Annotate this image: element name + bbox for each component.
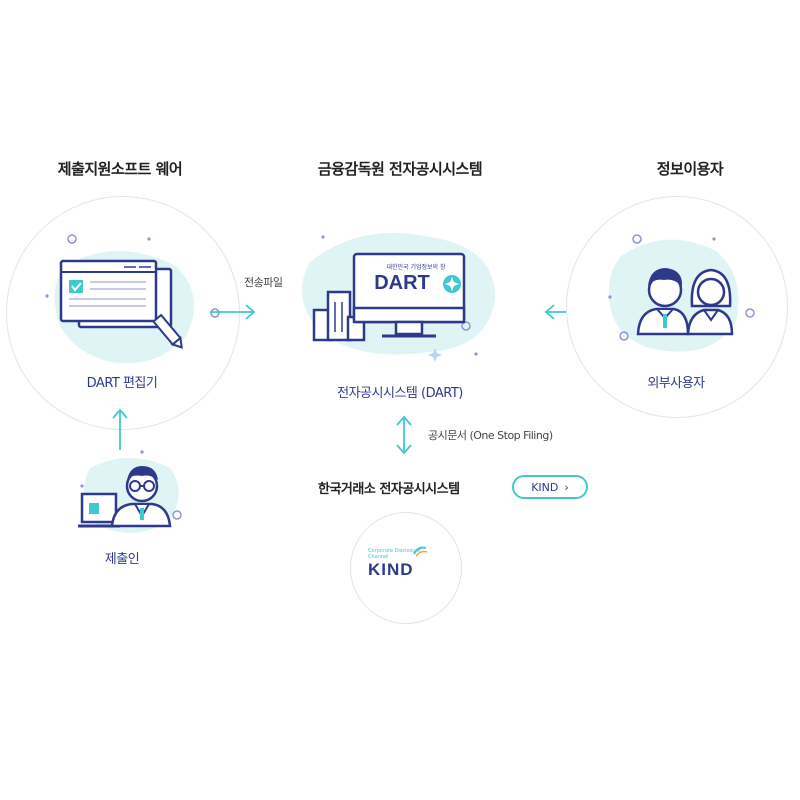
kind-caption: Corporate Disclosure Channel [368,548,421,560]
kind-circle [350,512,462,624]
arrow-up-icon [112,408,128,450]
submitter-illustration [78,450,182,533]
chevron-right-icon: › [564,480,569,494]
kind-button[interactable]: KIND › [512,475,588,499]
dart-editor-label: DART 편집기 [86,376,158,391]
transfer-file-label: 전송파일 [244,276,283,289]
dart-logo: DART [374,272,430,294]
external-users-label: 외부사용자 [647,376,705,391]
kind-swoosh-icon [413,546,428,557]
right-column-title: 정보이용자 [656,160,724,178]
kind-logo: KIND [368,560,414,579]
dart-editor-illustration [45,234,220,364]
monitor-caption: 대한민국 기업정보의 창 [386,264,446,271]
dart-system-label: 전자공시시스템 (DART) [337,386,463,401]
left-column-title: 제출지원소프트 웨어 [57,160,183,178]
krx-system-label: 한국거래소 전자공시시스템 [318,482,460,497]
submitter-label: 제출인 [104,552,140,567]
dart-system-illustration [302,232,495,362]
arrow-right-icon [210,304,256,320]
kind-button-label: KIND [531,480,559,494]
arrow-updown-icon [396,415,412,455]
center-column-title: 금융감독원 전자공시시스템 [317,160,483,178]
external-users-illustration [608,234,755,352]
one-stop-filing-label: 공시문서 (One Stop Filing) [428,429,553,442]
